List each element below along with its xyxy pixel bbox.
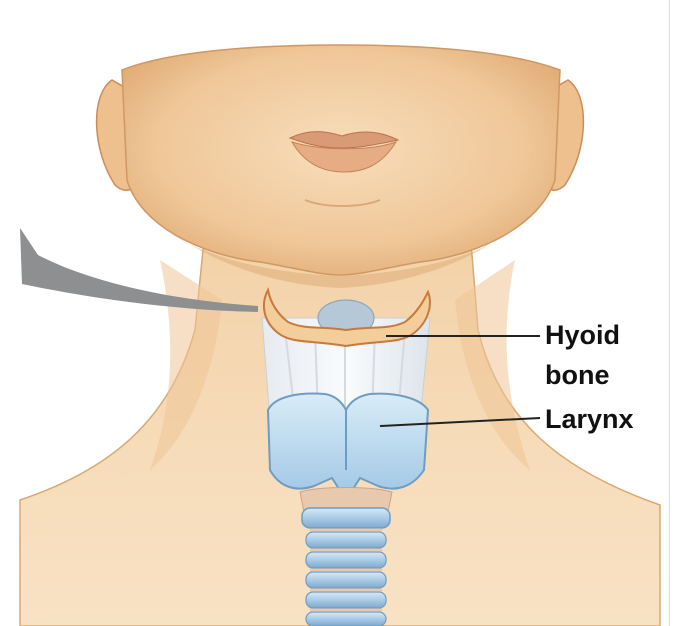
trachea-ring xyxy=(306,552,386,568)
trachea-ring xyxy=(306,592,386,608)
trachea-ring xyxy=(306,572,386,588)
hyoid-label-line1: Hyoid xyxy=(545,320,620,350)
larynx-label: Larynx xyxy=(545,404,634,434)
cricoid-cartilage xyxy=(302,508,390,528)
right-edge-rule xyxy=(669,0,670,626)
trachea-ring xyxy=(306,532,386,548)
trachea-ring xyxy=(306,612,386,626)
thyroid-cartilage xyxy=(268,394,428,500)
hyoid-label-line2: bone xyxy=(545,360,610,390)
